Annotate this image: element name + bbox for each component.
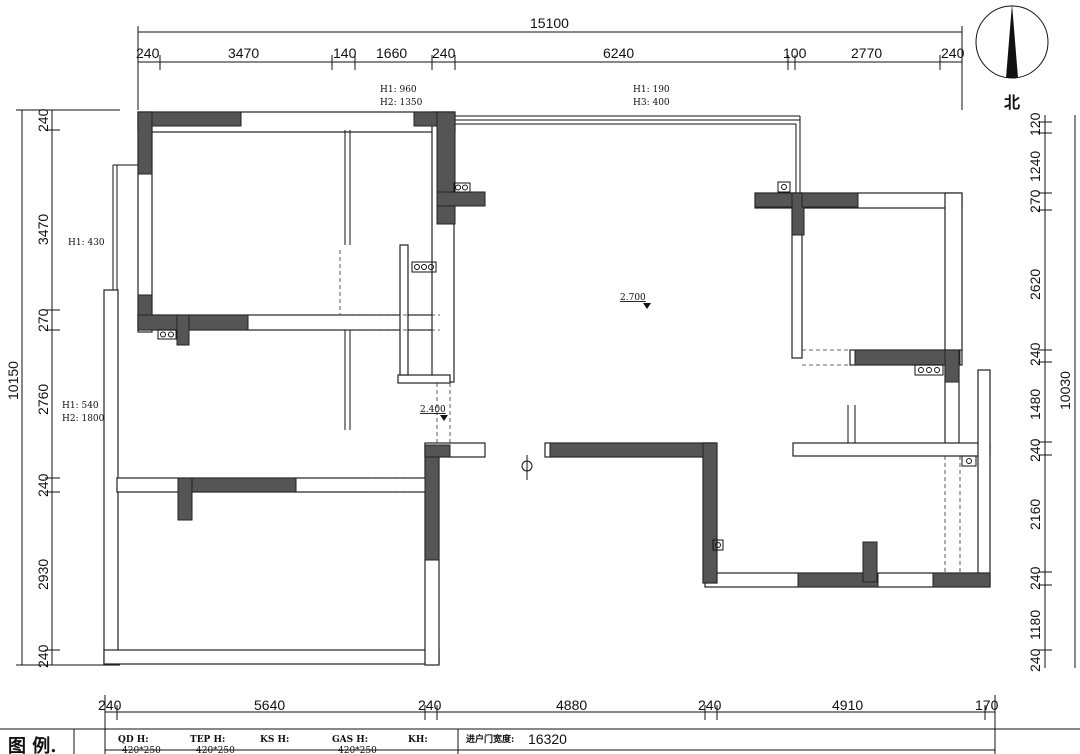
dim-label: 2770 — [851, 45, 882, 61]
dim-label: 240 — [98, 697, 122, 713]
dim-label: 4880 — [556, 697, 587, 713]
dim-label: 140 — [333, 45, 357, 61]
dim-label: 1660 — [376, 45, 407, 61]
dim-label: 240 — [1027, 566, 1043, 590]
window-height-note: H2: 1800 — [62, 414, 105, 424]
sockets-icon — [157, 181, 977, 551]
legend-title: 图 例. — [8, 735, 57, 754]
dim-label: 270 — [35, 308, 51, 332]
dim-label: 2760 — [35, 384, 51, 415]
dim-label: 240 — [35, 108, 51, 132]
level-entry: 2.400 — [420, 405, 446, 415]
dim-label: 4910 — [832, 697, 863, 713]
north-arrow-icon — [975, 4, 1049, 79]
dim-label: 3470 — [35, 214, 51, 245]
dim-label: 120 — [1027, 112, 1043, 136]
left-dimensions: 10150 240 3470 270 2760 240 2930 240 — [5, 108, 120, 668]
dim-top-total: 15100 — [530, 15, 569, 31]
window-height-note: H1: 960 — [380, 85, 417, 95]
dim-label: 1180 — [1027, 610, 1043, 640]
level-marker: 2.700 2.400 — [420, 293, 651, 421]
legend-item: KH: — [408, 735, 428, 745]
legend-size: 420*250 — [196, 746, 235, 754]
load-bearing-walls — [137, 111, 991, 588]
right-dimensions: 10030 120 1240 270 2620 240 1480 240 216… — [1027, 112, 1076, 672]
dim-label: 240 — [136, 45, 160, 61]
window-height-note: H2: 1350 — [380, 98, 423, 108]
top-dimensions: 15100 240 3470 140 1660 240 6240 100 277… — [136, 15, 965, 110]
legend-item: GAS H: — [332, 735, 368, 745]
window-height-note: H1: 540 — [62, 401, 99, 411]
dim-label: 240 — [1027, 342, 1043, 366]
legend-size: 420*250 — [338, 746, 377, 754]
dim-label: 240 — [35, 473, 51, 497]
dim-label: 3470 — [228, 45, 259, 61]
level-main: 2.700 — [620, 293, 646, 303]
window-height-note: H3: 400 — [633, 98, 670, 108]
dim-label: 240 — [35, 644, 51, 668]
dim-label: 1480 — [1027, 389, 1043, 420]
dim-label: 270 — [1027, 189, 1043, 213]
window-height-note: H1: 190 — [633, 85, 670, 95]
dim-label: 5640 — [254, 697, 285, 713]
beam-lines — [339, 250, 961, 573]
north-label: 北 — [1004, 94, 1020, 112]
dim-label: 2930 — [35, 559, 51, 590]
legend-item: TEP H: — [190, 735, 225, 745]
dim-label: 170 — [975, 697, 999, 713]
dim-label: 6240 — [603, 45, 634, 61]
legend: 图 例. QD H: TEP H: KS H: GAS H: KH: 420*2… — [0, 728, 1080, 754]
bottom-dimensions: 240 5640 240 4880 240 4910 170 16320 — [98, 695, 999, 754]
dim-label: 240 — [941, 45, 965, 61]
legend-door-label: 进户门宽度: — [466, 733, 514, 745]
dim-bottom-total: 16320 — [528, 731, 567, 747]
legend-item: QD H: — [118, 735, 149, 745]
legend-size: 420*250 — [122, 746, 161, 754]
dim-label: 100 — [783, 45, 807, 61]
dim-label: 240 — [1027, 648, 1043, 672]
legend-item: KS H: — [260, 735, 289, 745]
dim-left-total: 10150 — [5, 361, 21, 400]
dim-label: 2620 — [1027, 269, 1043, 300]
dim-label: 240 — [432, 45, 456, 61]
dim-label: 240 — [1027, 438, 1043, 462]
window-height-note: H1: 430 — [68, 238, 105, 248]
dim-label: 1240 — [1027, 151, 1043, 182]
dim-right-total: 10030 — [1057, 371, 1073, 410]
dim-label: 240 — [418, 697, 442, 713]
dim-label: 240 — [698, 697, 722, 713]
dim-label: 2160 — [1027, 499, 1043, 530]
